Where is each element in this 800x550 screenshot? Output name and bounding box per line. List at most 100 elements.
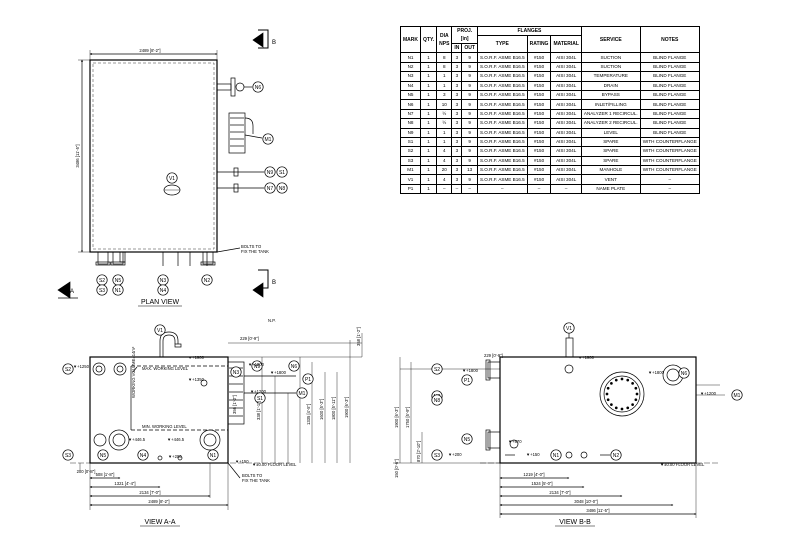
aa-bolts-2: FIX THE TANK	[242, 478, 270, 483]
tag-label: N8	[434, 398, 441, 404]
tag-n5: N5	[97, 449, 109, 461]
aa-min-working: MIN. WORKING LEVEL	[142, 424, 187, 429]
bb-elev-870: ▼+870	[508, 439, 522, 444]
tag-label: N3	[233, 370, 240, 376]
aa-dim-229: 229 [0'-9"]	[240, 336, 259, 341]
bolt-hole	[614, 378, 618, 382]
bolt-hole	[634, 386, 638, 390]
tag-s2: S2	[96, 274, 108, 286]
tag-label: N2	[613, 453, 620, 459]
aa-elev-200: ▼+200	[168, 454, 182, 459]
aa-bolts-1: BOLTS TO	[242, 473, 263, 478]
aa-dim-1600: 1600 [5'-3"]	[319, 399, 324, 420]
plan-view	[57, 29, 269, 299]
view-bb	[393, 332, 725, 518]
bb-elev-150: ▼+150	[526, 452, 540, 457]
tag-label: S3	[65, 453, 71, 459]
section-b-bottom: B	[272, 280, 276, 286]
tag-v1: V1	[166, 172, 178, 184]
aa-elev-1250: ▼+1250	[73, 364, 90, 369]
bolt-hole	[635, 392, 639, 396]
tag-label: N6	[681, 371, 688, 377]
aa-dim-v: 358 [1'-2"]	[356, 327, 361, 346]
cell-in: –	[451, 183, 463, 195]
bb-dim-229: 229 [0'-9"]	[484, 353, 503, 358]
aa-dim-1800: 1800 [5'-11"]	[331, 397, 336, 420]
bb-elev-1900: ▼+1900	[578, 355, 595, 360]
bb-dim-1900: 1900 [6'-3"]	[394, 407, 399, 428]
plan-height-dim: 3486 [11'-5"]	[75, 144, 80, 167]
tag-label: N5	[100, 453, 107, 459]
tag-label: N5	[464, 437, 471, 443]
bolt-hole	[620, 407, 624, 411]
aa-floor-level: ▼±0.00 FLOOR LEVEL	[252, 462, 297, 467]
aa-max-working: MAX. WORKING LEVEL	[142, 366, 189, 371]
aa-elev-1900: ▼+1900	[188, 355, 205, 360]
aa-dim-1335: 1335 [4'-5"]	[306, 404, 311, 425]
tag-s3: S3	[62, 449, 74, 461]
aa-elev-1800b: ▼+1800	[270, 370, 287, 375]
tag-n1: N1	[207, 449, 219, 461]
cell-material: –	[550, 183, 582, 195]
drawing-labels: 2489 [8'-2"] 3486 [11'-5"] BOLTS TO FIX …	[70, 40, 717, 527]
aa-dim-508: 508 [1'-8"]	[96, 472, 115, 477]
tag-s1: S1	[254, 392, 266, 404]
tag-s3: S3	[431, 449, 443, 461]
section-a-label: A	[70, 289, 74, 295]
view-bb-title: VIEW B-B	[559, 519, 591, 526]
plan-view-title: PLAN VIEW	[141, 299, 180, 306]
bolt-hole	[626, 406, 630, 410]
tag-n3: N3	[157, 274, 169, 286]
tag-label: S2	[65, 367, 71, 373]
tag-v1: V1	[563, 322, 575, 334]
plan-tank-outline	[89, 59, 218, 253]
tag-label: N6	[291, 364, 298, 370]
tag-s1: S1	[276, 166, 288, 178]
aa-dim-1321: 1321 [4'-4"]	[114, 481, 135, 486]
bb-elev-1800: ▼+1800	[648, 370, 665, 375]
tag-n5: N5	[112, 274, 124, 286]
tag-label: M1	[265, 137, 272, 143]
tag-label: V1	[566, 326, 572, 332]
tag-label: N9	[254, 364, 261, 370]
bolt-hole	[610, 403, 613, 406]
bb-dim-2134: 2134 [7'-0"]	[549, 490, 570, 495]
bolt-hole	[614, 406, 618, 410]
tag-n9: N9	[251, 360, 263, 372]
aa-dim-1900: 1900 [6'-3"]	[344, 397, 349, 418]
tag-label: S2	[99, 278, 105, 284]
aa-elev-4465b: ▼+446.5	[167, 437, 185, 442]
tag-label: S3	[99, 288, 105, 294]
tag-label: N7	[267, 186, 274, 192]
tag-m1: M1	[262, 133, 274, 145]
tag-label: N5	[115, 278, 122, 284]
tag-label: S1	[279, 170, 285, 176]
tag-label: N2	[204, 278, 211, 284]
tag-n9: N9	[264, 166, 276, 178]
tag-s2: S2	[62, 363, 74, 375]
tag-n6: N6	[288, 360, 300, 372]
bb-dim-1524: 1524 [5'-0"]	[531, 481, 552, 486]
bolt-hole	[605, 392, 609, 396]
tag-s3: S3	[96, 284, 108, 296]
bolt-hole	[631, 382, 634, 385]
aa-dim-2489: 2489 [8'-2"]	[148, 499, 169, 504]
tag-p1: P1	[461, 374, 473, 386]
bb-dim-870: 870 [2'-10"]	[416, 441, 421, 462]
tag-label: N8	[279, 186, 286, 192]
tag-label: S3	[434, 453, 440, 459]
tag-n6: N6	[252, 81, 264, 93]
tag-label: P1	[464, 378, 470, 384]
tag-n2: N2	[201, 274, 213, 286]
cell-dia: –	[436, 183, 453, 195]
bb-floor-level: ▼±0.00 FLOOR LEVEL	[660, 462, 705, 467]
tag-label: M1	[299, 391, 306, 397]
tag-label: N4	[160, 288, 167, 294]
tag-label: N1	[115, 288, 122, 294]
